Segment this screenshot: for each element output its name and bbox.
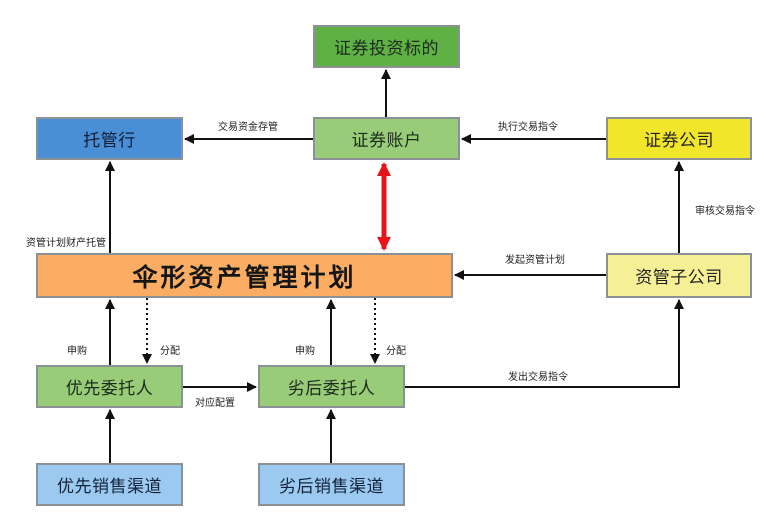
label-launch-plan: 发起资管计划: [505, 255, 565, 266]
node-custodian-bank: 托管行: [36, 117, 183, 160]
label-review-orders: 审核交易指令: [695, 206, 755, 217]
label-issue-orders: 发出交易指令: [508, 372, 568, 383]
label-fund-custody: 交易资金存管: [218, 122, 278, 133]
node-subordinate-channel: 劣后销售渠道: [258, 463, 405, 506]
label-allocate-priority: 分配: [160, 346, 180, 357]
node-subordinate-client: 劣后委托人: [258, 365, 405, 408]
node-securities-account: 证券账户: [313, 117, 460, 160]
label-execute-orders: 执行交易指令: [498, 122, 558, 133]
edge-issue-orders: [405, 299, 684, 388]
label-plan-asset-custody: 资管计划财产托管: [26, 238, 106, 249]
label-subscribe-priority: 申购: [67, 346, 87, 357]
label-matching-allocation: 对应配置: [195, 398, 235, 409]
node-securities-company: 证券公司: [606, 117, 752, 160]
node-asset-mgmt-subsidiary: 资管子公司: [606, 253, 752, 298]
node-umbrella-plan: 伞形资产管理计划: [36, 253, 453, 298]
label-subscribe-subordinate: 申购: [295, 346, 315, 357]
label-allocate-subordinate: 分配: [386, 346, 406, 357]
node-priority-channel: 优先销售渠道: [36, 463, 183, 506]
node-priority-client: 优先委托人: [36, 365, 183, 408]
node-securities-target: 证券投资标的: [313, 25, 460, 68]
